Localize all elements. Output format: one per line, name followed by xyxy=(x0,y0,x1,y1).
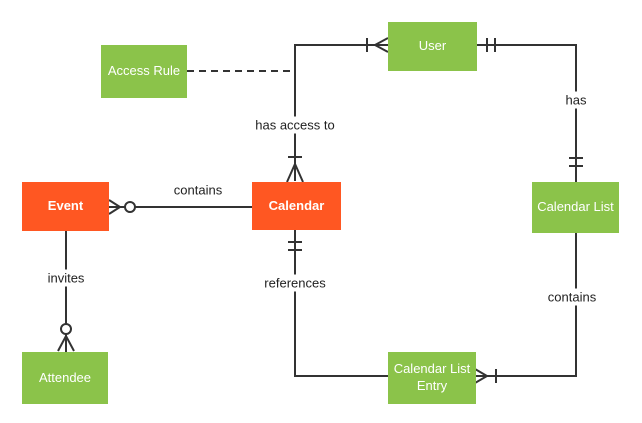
edge-calendar-calendar-list-entry xyxy=(288,230,388,377)
entity-event: Event xyxy=(22,182,109,231)
crows-foot-icon xyxy=(474,368,489,384)
relationship-label-has: has xyxy=(561,91,591,109)
crows-foot-icon xyxy=(286,161,304,183)
edge-user-calendar-list xyxy=(477,38,583,182)
entity-attendee: Attendee xyxy=(22,352,108,404)
edge-event-calendar xyxy=(108,199,252,215)
entity-user: User xyxy=(388,22,477,71)
crows-foot-icon xyxy=(108,199,122,215)
zero-circle-icon xyxy=(124,201,136,213)
edge-user-calendar xyxy=(286,37,389,183)
relationship-label-contains-top: contains xyxy=(169,181,227,199)
entity-calendar-list-entry: Calendar List Entry xyxy=(388,352,476,404)
relationship-label-has-access-to: has access to xyxy=(251,116,339,134)
edge-calendar-list-calendar-list-entry xyxy=(474,233,577,384)
relationship-label-references: references xyxy=(260,274,330,292)
crows-foot-icon xyxy=(57,333,75,352)
relationship-label-invites: invites xyxy=(43,269,89,287)
edge-event-attendee xyxy=(57,231,75,352)
relationship-label-contains-right: contains xyxy=(543,288,601,306)
entity-calendar-list: Calendar List xyxy=(532,182,619,233)
crows-foot-icon xyxy=(372,37,389,53)
entity-access-rule: Access Rule xyxy=(101,45,187,98)
zero-circle-icon xyxy=(60,323,72,335)
entity-calendar: Calendar xyxy=(252,182,341,230)
